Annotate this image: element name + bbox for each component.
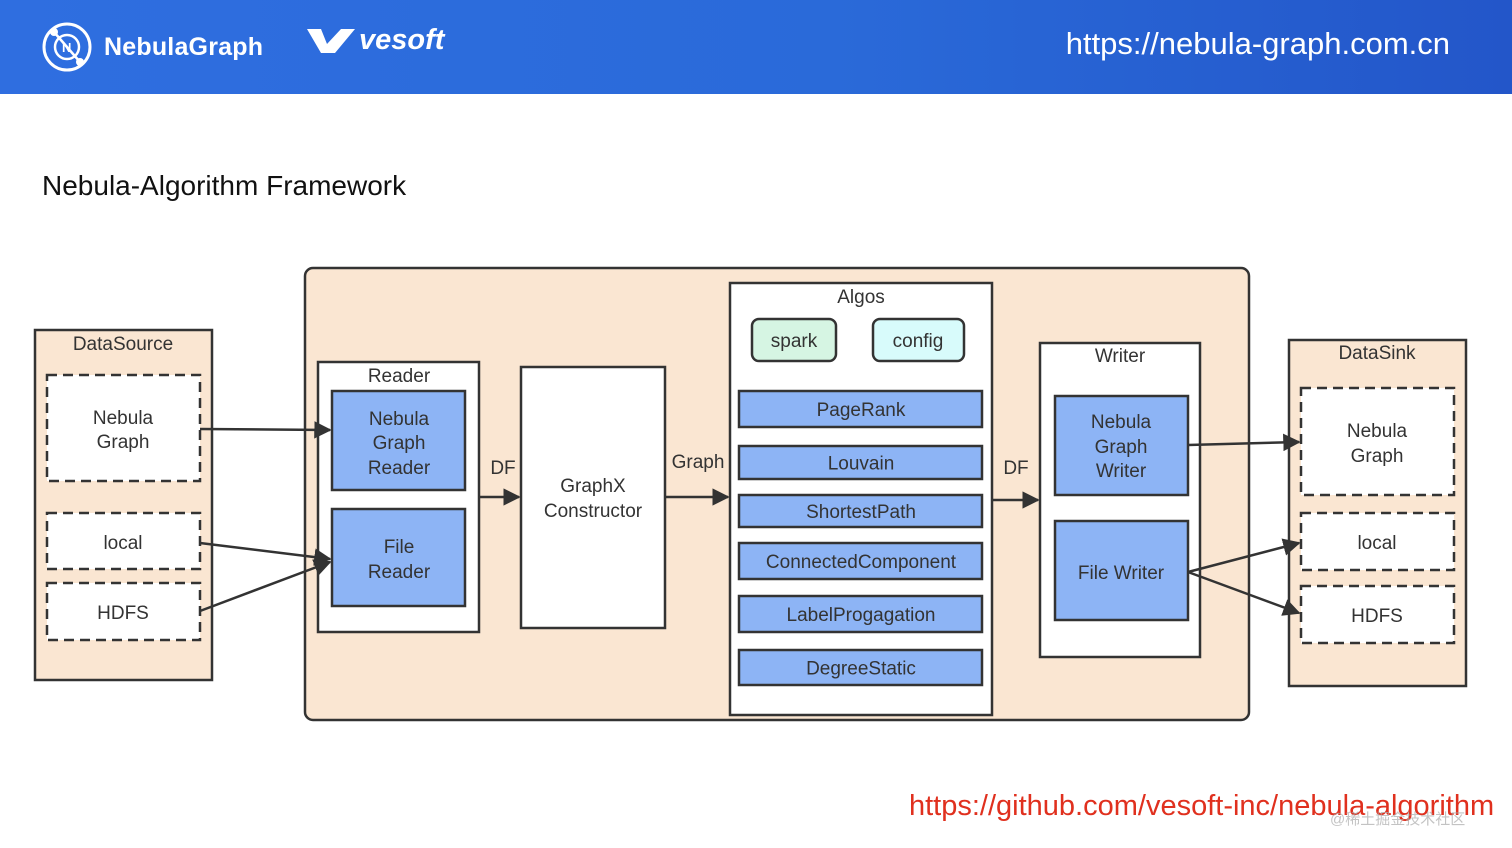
- reader-label: Reader: [368, 366, 431, 387]
- algo-list: PageRankLouvainShortestPathConnectedComp…: [737, 389, 984, 687]
- graphx-line1: GraphX: [560, 476, 626, 497]
- algo-louvain-label: Louvain: [828, 454, 895, 475]
- watermark: @稀土掘金技术社区: [1330, 811, 1466, 828]
- nebula-writer-line2: Graph: [1095, 437, 1148, 458]
- arrow-nebula-to-reader: [199, 421, 332, 439]
- graphx-constructor-group: GraphX Constructor: [519, 365, 667, 630]
- reader-group: Reader Nebula Graph Reader File Reader: [316, 360, 481, 634]
- nebulagraph-logo-text: NebulaGraph: [104, 32, 264, 61]
- vesoft-mark-icon: [307, 28, 355, 53]
- datasource-local-box: [45, 511, 202, 571]
- nebula-reader-line3: Reader: [368, 458, 431, 479]
- algo-labelprogagation-label: LabelProgagation: [787, 605, 936, 626]
- algo-connectedcomponent-box: [737, 541, 984, 581]
- datasink-hdfs-label: HDFS: [1351, 606, 1403, 627]
- graphx-line2: Constructor: [544, 501, 643, 522]
- datasource-hdfs-box: [45, 581, 202, 642]
- algo-labelprogagation-box: [737, 594, 984, 634]
- header-bar: N NebulaGraph vesoft https://nebula-grap…: [0, 0, 1512, 94]
- datasink-group: DataSink Nebula Graph local HDFS: [1287, 338, 1468, 688]
- algo-degreestatic-box: [737, 648, 984, 687]
- nebula-orbit-icon: N: [42, 22, 92, 72]
- datasink-nebula-line2: Graph: [1351, 446, 1404, 467]
- writer-label: Writer: [1095, 346, 1146, 367]
- file-writer-box: [1053, 519, 1190, 622]
- datasource-label: DataSource: [73, 334, 173, 355]
- github-url[interactable]: https://github.com/vesoft-inc/nebula-alg…: [909, 790, 1495, 822]
- algo-degreestatic-label: DegreeStatic: [806, 659, 916, 680]
- datasink-local-label: local: [1357, 533, 1396, 554]
- file-reader-line2: Reader: [368, 562, 431, 583]
- algos-group: Algos spark config PageRankLouvainShorte…: [728, 281, 994, 717]
- file-reader-line1: File: [384, 537, 415, 558]
- datasource-nebula-line1: Nebula: [93, 408, 154, 429]
- svg-text:N: N: [62, 40, 71, 55]
- arrow-local-to-filereader: [199, 541, 332, 566]
- algos-label: Algos: [837, 287, 885, 308]
- df-right-label: DF: [1003, 458, 1028, 479]
- nebula-writer-line3: Writer: [1096, 461, 1147, 482]
- nebula-reader-line2: Graph: [373, 433, 426, 454]
- datasink-local-box: [1299, 511, 1456, 572]
- df-left-label: DF: [490, 458, 515, 479]
- nebula-graph-reader-box: [330, 389, 467, 492]
- algo-shortestpath-label: ShortestPath: [806, 502, 916, 523]
- graph-edge-label: Graph: [672, 452, 725, 473]
- datasink-hdfs-box: [1299, 584, 1456, 645]
- algo-louvain-box: [737, 444, 984, 481]
- file-writer-label: File Writer: [1078, 563, 1165, 584]
- vesoft-logo-text: vesoft: [359, 24, 445, 56]
- datasource-hdfs-label: HDFS: [97, 603, 149, 624]
- datasource-local-label: local: [103, 533, 142, 554]
- algo-connectedcomponent-label: ConnectedComponent: [766, 552, 957, 573]
- datasink-label: DataSink: [1338, 343, 1416, 364]
- datasink-nebula-line1: Nebula: [1347, 421, 1408, 442]
- arrow-writer-to-local: [1187, 538, 1301, 574]
- arrows: [199, 421, 1301, 616]
- config-label: config: [893, 331, 944, 352]
- spark-pill: [750, 317, 838, 363]
- header-url[interactable]: https://nebula-graph.com.cn: [1065, 26, 1450, 61]
- arrow-writer-to-hdfs: [1187, 570, 1301, 616]
- datasource-nebula-line2: Graph: [97, 432, 150, 453]
- datasource-group: DataSource Nebula Graph local HDFS: [33, 328, 214, 682]
- algo-pagerank-box: [737, 389, 984, 429]
- algo-shortestpath-box: [737, 493, 984, 529]
- datasink-nebula-box: [1299, 386, 1456, 497]
- nebula-reader-line1: Nebula: [369, 409, 430, 430]
- vesoft-logo: vesoft: [305, 24, 444, 57]
- nebulagraph-logo: N NebulaGraph: [40, 20, 263, 74]
- nebula-writer-line1: Nebula: [1091, 412, 1152, 433]
- spark-label: spark: [771, 331, 818, 352]
- arrow-hdfs-to-filereader: [199, 559, 332, 613]
- algo-pagerank-label: PageRank: [817, 400, 906, 421]
- datasource-nebula-box: [45, 373, 202, 483]
- file-reader-box: [330, 507, 467, 608]
- arrow-writer-to-nebula: [1187, 433, 1301, 452]
- config-pill: [871, 317, 966, 363]
- slide-title: Nebula-Algorithm Framework: [42, 170, 407, 201]
- writer-group: Writer Nebula Graph Writer File Writer: [1038, 341, 1202, 659]
- nebula-graph-writer-box: [1053, 394, 1190, 497]
